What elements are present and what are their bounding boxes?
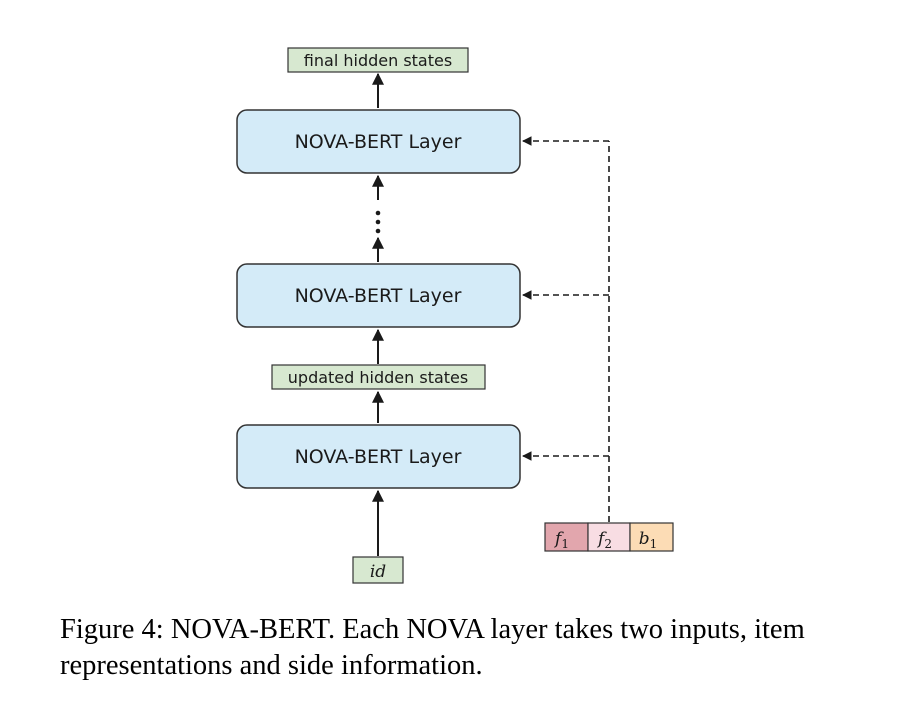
side-info-b1-box: b1 xyxy=(629,522,674,552)
side-info-f2-sub: 2 xyxy=(604,537,612,551)
nova-bert-layer-1: NOVA-BERT Layer xyxy=(236,424,521,489)
side-info-f1-sub: 1 xyxy=(561,537,569,551)
updated-hidden-states-label: updated hidden states xyxy=(288,368,468,387)
side-info-f2-base: f xyxy=(596,529,607,549)
nova-bert-layer-2: NOVA-BERT Layer xyxy=(236,263,521,328)
svg-text:f1: f1 xyxy=(553,529,569,551)
side-info-f1-box: f1 xyxy=(544,522,589,552)
nova-bert-layer-3: NOVA-BERT Layer xyxy=(236,109,521,174)
final-hidden-states-label: final hidden states xyxy=(304,51,452,70)
side-info-b1-sub: 1 xyxy=(650,537,658,551)
svg-text:b1: b1 xyxy=(639,529,658,551)
side-info-boxes: f1 f2 b1 xyxy=(544,522,674,552)
updated-hidden-states-box: updated hidden states xyxy=(271,364,486,390)
nova-bert-layer-2-label: NOVA-BERT Layer xyxy=(295,285,462,307)
side-info-f2-box: f2 xyxy=(587,522,631,552)
side-info-f1-base: f xyxy=(553,529,564,549)
id-input-box: id xyxy=(352,556,404,584)
id-input-label: id xyxy=(370,562,386,582)
ellipsis-dots xyxy=(375,210,381,234)
nova-bert-layer-3-label: NOVA-BERT Layer xyxy=(295,131,462,153)
nova-bert-diagram: final hidden states NOVA-BERT Layer NOVA… xyxy=(236,47,674,584)
svg-text:f2: f2 xyxy=(596,529,612,551)
final-hidden-states-box: final hidden states xyxy=(287,47,469,73)
nova-bert-layer-1-label: NOVA-BERT Layer xyxy=(295,446,462,468)
figure-caption: Figure 4: NOVA-BERT. Each NOVA layer tak… xyxy=(60,614,805,681)
side-info-b1-base: b xyxy=(639,529,650,549)
